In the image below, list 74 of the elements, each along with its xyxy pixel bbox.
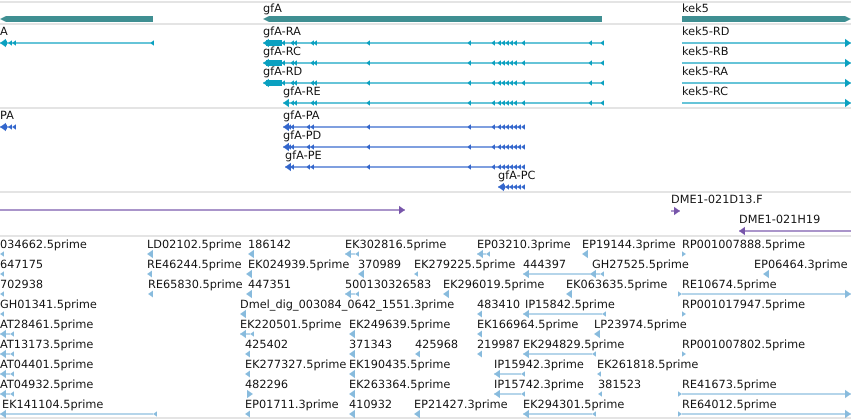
feature-label: IP15742.3prime bbox=[494, 378, 584, 391]
feature-label: EK261818.5prime bbox=[597, 358, 698, 371]
feature-label: 410932 bbox=[349, 398, 392, 411]
feature-label: 483410 bbox=[477, 298, 520, 311]
feature-label: kek5-RB bbox=[682, 45, 728, 58]
feature-label: PA bbox=[0, 109, 14, 122]
feature-label: EK294301.5prime bbox=[523, 398, 624, 411]
feature-label: 186142 bbox=[248, 238, 292, 251]
feature-label: RE65830.5prime bbox=[148, 278, 243, 291]
feature-label: LP23974.5prime bbox=[594, 318, 687, 331]
feature-label: gfA bbox=[263, 2, 282, 15]
feature-label: EK024939.5prime bbox=[248, 258, 350, 271]
feature-label: EP19144.3prime bbox=[582, 238, 676, 251]
feature-label: GH27525.5prime bbox=[592, 258, 689, 271]
feature-label: gfA-PD bbox=[283, 129, 322, 142]
feature-label: 444397 bbox=[523, 258, 566, 271]
feature-label: 482296 bbox=[245, 378, 288, 391]
feature-label: EK141104.5prime bbox=[2, 398, 104, 411]
feature-label: GH01341.5prime bbox=[0, 298, 97, 311]
feature-label: RP001017947.5prime bbox=[682, 298, 806, 311]
feature-label: EK279225.5prime bbox=[414, 258, 516, 271]
feature-label: Dmel_dig_003084_0642_1551.3prime bbox=[240, 298, 454, 311]
feature-label: 425968 bbox=[415, 338, 458, 351]
feature-label: AT28461.5prime bbox=[0, 318, 94, 331]
feature-label: DME1-021H19 bbox=[739, 213, 820, 226]
feature-label: RE10674.5prime bbox=[682, 278, 777, 291]
feature-label: RP001007888.5prime bbox=[682, 238, 806, 251]
feature-label: EK190435.5prime bbox=[349, 358, 450, 371]
feature-label: 034662.5prime bbox=[0, 238, 87, 251]
feature-label: RE64012.5prime bbox=[682, 398, 777, 411]
feature-label: A bbox=[0, 25, 8, 38]
feature-label: EK220501.5prime bbox=[240, 318, 342, 331]
feature-label: 381523 bbox=[598, 378, 642, 391]
feature-label: 425402 bbox=[245, 338, 288, 351]
feature-label: EP01711.3prime bbox=[245, 398, 339, 411]
feature-label: EP06464.3prime bbox=[754, 258, 848, 271]
feature-label: RE41673.5prime bbox=[682, 378, 777, 391]
feature-label: gfA-PE bbox=[285, 149, 322, 162]
feature-label: DME1-021D13.F bbox=[671, 193, 763, 206]
feature-label: kek5-RD bbox=[682, 25, 730, 38]
feature-label: 370989 bbox=[358, 258, 402, 271]
feature-label: EK294829.5prime bbox=[523, 338, 624, 351]
feature-label: gfA-RA bbox=[263, 25, 301, 38]
feature-label: 647175 bbox=[0, 258, 44, 271]
feature-label: AT13173.5prime bbox=[0, 338, 94, 351]
feature-label: EK063635.5prime bbox=[566, 278, 668, 291]
feature-label: kek5-RA bbox=[682, 65, 728, 78]
feature-label: EK296019.5prime bbox=[443, 278, 544, 291]
feature-label: gfA-RE bbox=[283, 85, 321, 98]
feature-label: AT04401.5prime bbox=[0, 358, 94, 371]
feature-label: AT04932.5prime bbox=[0, 378, 94, 391]
feature-label: IP15842.5prime bbox=[525, 298, 615, 311]
feature-label: EK302816.5prime bbox=[345, 238, 446, 251]
feature-label: 371343 bbox=[349, 338, 392, 351]
feature-label: kek5-RC bbox=[682, 85, 728, 98]
feature-label: EK277327.5prime bbox=[245, 358, 346, 371]
feature-label: 447351 bbox=[248, 278, 292, 291]
feature-label: 219987 bbox=[477, 338, 520, 351]
feature-label: gfA-RC bbox=[263, 45, 301, 58]
feature-label: 702938 bbox=[0, 278, 44, 291]
feature-label: gfA-RD bbox=[263, 65, 302, 78]
feature-label: EP21427.3prime bbox=[414, 398, 508, 411]
feature-label: 500130326583 bbox=[345, 278, 432, 291]
feature-label: EK263364.5prime bbox=[349, 378, 450, 391]
feature-label: IP15942.3prime bbox=[494, 358, 584, 371]
feature-label: RE46244.5prime bbox=[147, 258, 242, 271]
feature-label: LD02102.5prime bbox=[147, 238, 242, 251]
feature-label: RP001007802.5prime bbox=[682, 338, 806, 351]
feature-label: kek5 bbox=[682, 2, 709, 15]
feature-label: gfA-PA bbox=[283, 109, 320, 122]
feature-label: EK249639.5prime bbox=[349, 318, 450, 331]
feature-label: gfA-PC bbox=[498, 169, 536, 182]
feature-label: EP03210.3prime bbox=[477, 238, 571, 251]
feature-label: EK166964.5prime bbox=[477, 318, 578, 331]
